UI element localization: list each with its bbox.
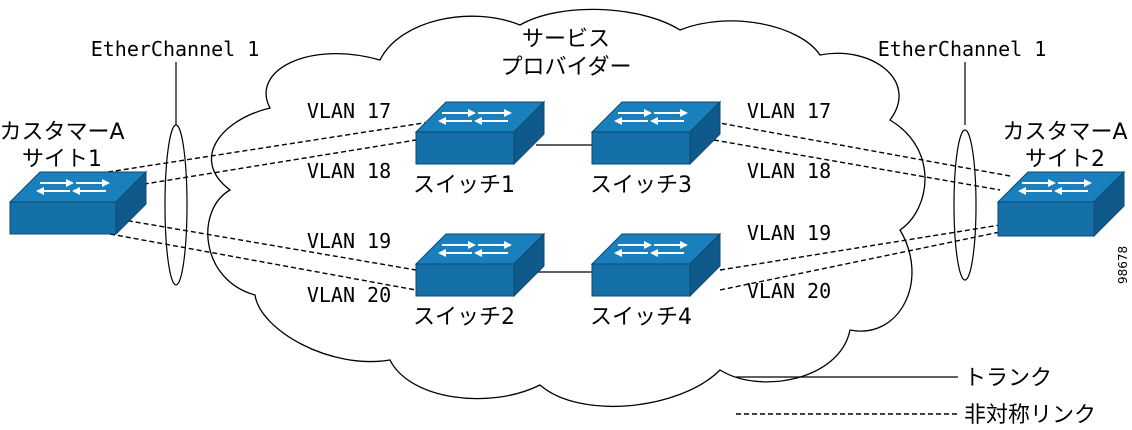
etherchannel-right-label: EtherChannel 1 bbox=[878, 37, 1047, 61]
vlan-right-19: VLAN 19 bbox=[747, 221, 831, 245]
site-left-line2: サイト1 bbox=[22, 147, 102, 172]
vlan-right-17: VLAN 17 bbox=[747, 99, 831, 123]
vlan-right-18: VLAN 18 bbox=[747, 159, 831, 183]
cloud-label-line2: プロバイダー bbox=[500, 55, 631, 80]
cloud-label-line1: サービス bbox=[522, 27, 610, 52]
switch-2 bbox=[414, 232, 546, 298]
vlan-left-20: VLAN 20 bbox=[307, 283, 391, 307]
service-provider-cloud bbox=[207, 8, 926, 408]
vlan-left-19: VLAN 19 bbox=[307, 229, 391, 253]
etherchannel-right-ellipse bbox=[953, 129, 977, 281]
switch-3 bbox=[590, 100, 722, 166]
site-left-line1: カスタマーA bbox=[0, 120, 125, 145]
switch-1-label: スイッチ1 bbox=[413, 173, 515, 198]
vlan-left-17: VLAN 17 bbox=[307, 99, 391, 123]
vlan-right-20: VLAN 20 bbox=[747, 279, 831, 303]
switch-site2 bbox=[996, 170, 1126, 238]
site-right-line2: サイト2 bbox=[1025, 147, 1105, 172]
site-right-line1: カスタマーA bbox=[1002, 120, 1127, 145]
etherchannel-left-ellipse bbox=[164, 124, 188, 286]
switch-3-label: スイッチ3 bbox=[590, 173, 692, 198]
etherchannel-left-label: EtherChannel 1 bbox=[91, 37, 260, 61]
vlan-left-18: VLAN 18 bbox=[307, 159, 391, 183]
switch-4 bbox=[590, 232, 722, 298]
switch-site1 bbox=[8, 170, 148, 236]
legend-asym-label: 非対称リンク bbox=[964, 403, 1096, 428]
asym-links-left bbox=[107, 121, 431, 291]
switch-2-label: スイッチ2 bbox=[413, 305, 515, 330]
switch-1 bbox=[414, 100, 546, 166]
asym-links-right bbox=[713, 121, 1011, 291]
switch-4-label: スイッチ4 bbox=[590, 305, 692, 330]
legend-trunk-label: トランク bbox=[964, 366, 1052, 391]
figure-id: 98678 bbox=[1116, 246, 1130, 284]
